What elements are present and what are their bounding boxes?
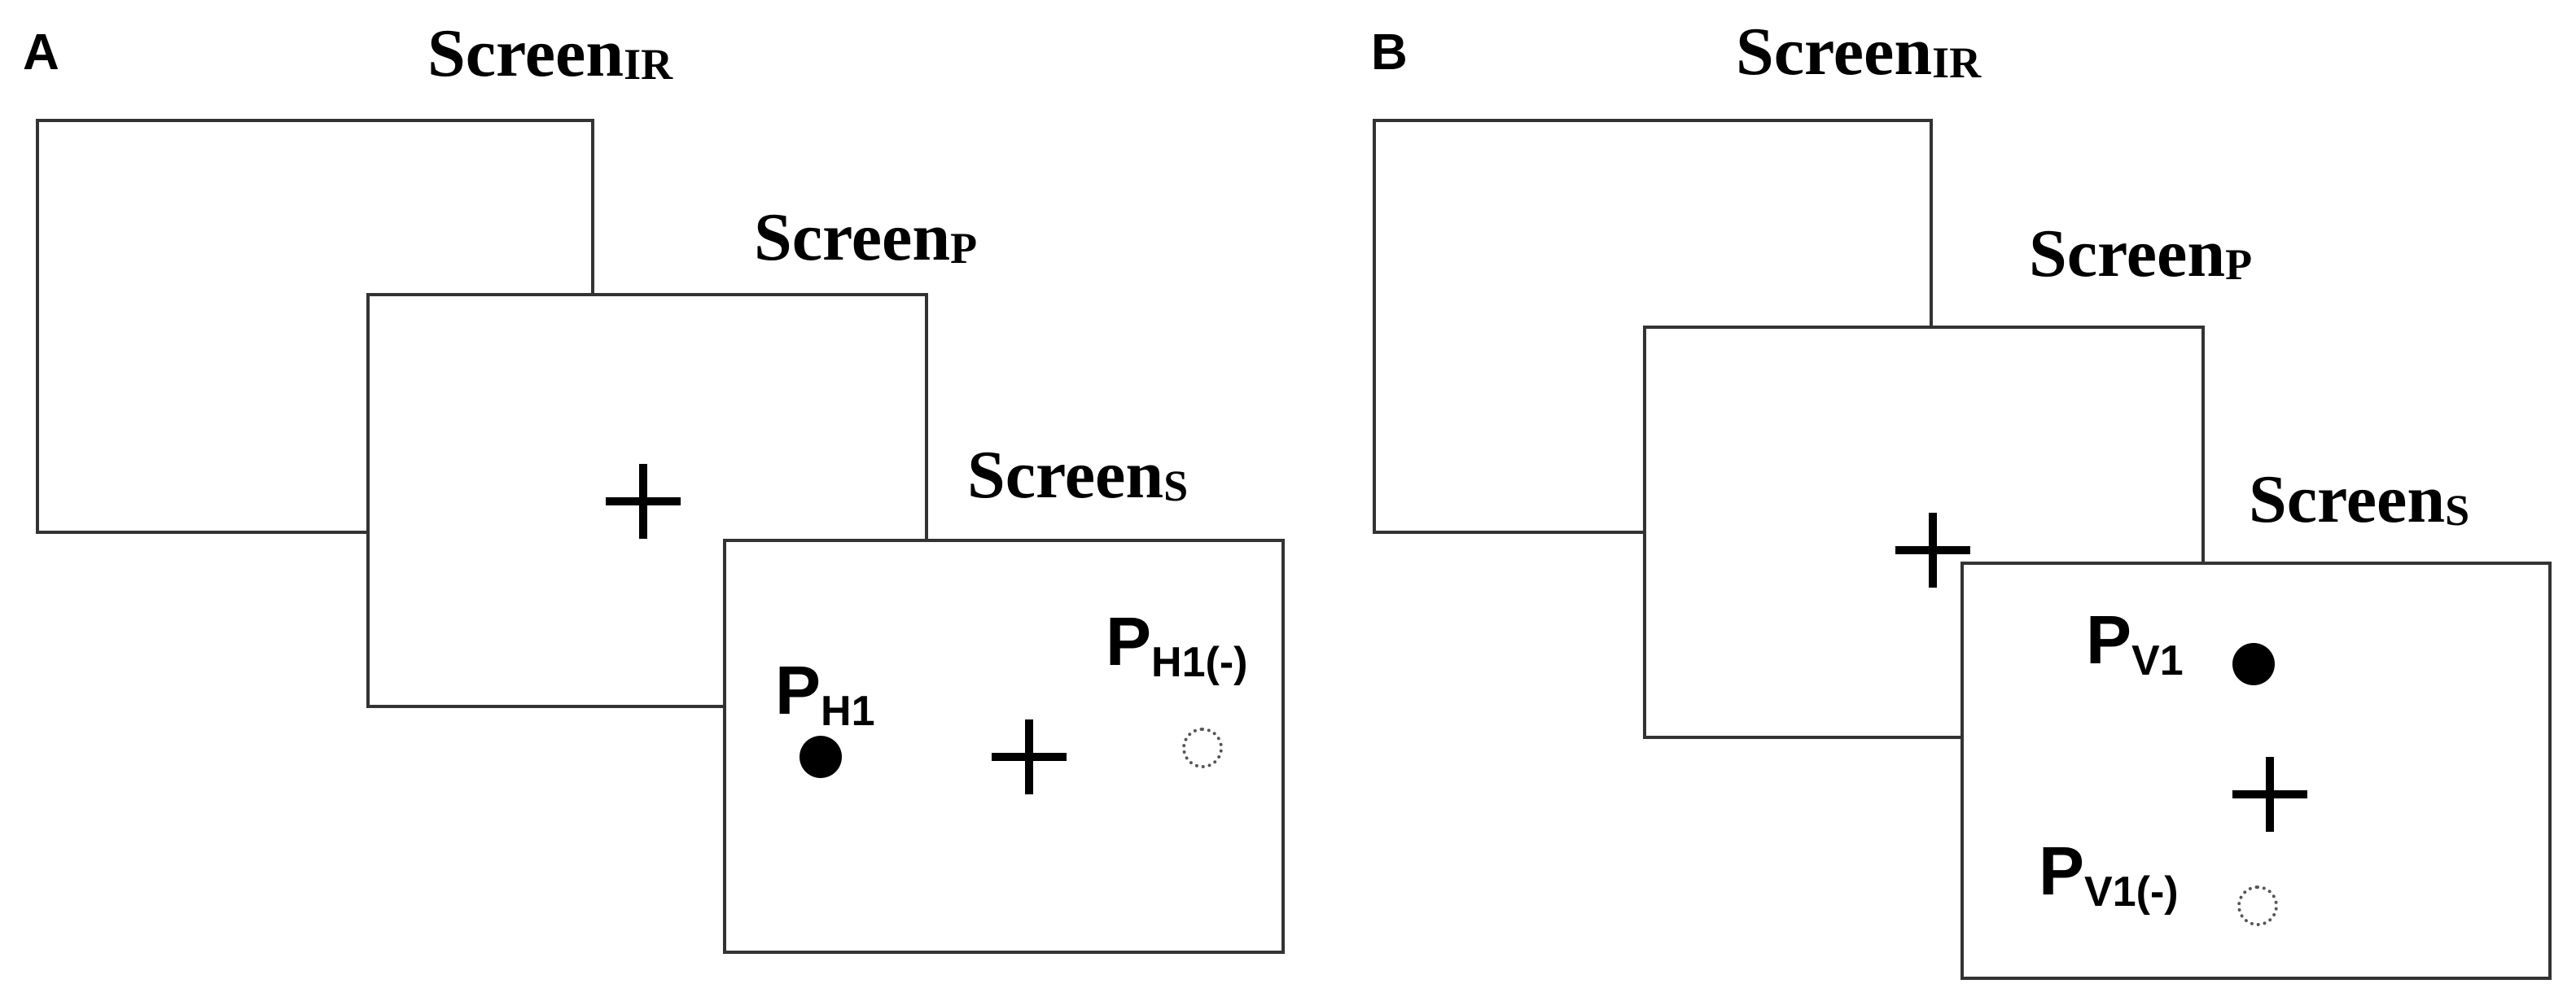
screen-ir-label: ScreenIR	[427, 15, 673, 91]
screen-s: PH1 PH1(-)	[723, 539, 1285, 954]
fixation-cross-icon	[606, 464, 681, 539]
screen-p-label: ScreenP	[754, 199, 978, 275]
point-label: PV1	[2086, 601, 2184, 684]
fixation-cross-icon	[1895, 513, 1970, 588]
point-label: PH1(-)	[1106, 603, 1248, 686]
screen-s-label: ScreenS	[2249, 461, 2470, 537]
screen-ir-label: ScreenIR	[1736, 14, 1982, 90]
panel-letter: A	[23, 24, 59, 81]
filled-dot-icon	[800, 736, 842, 778]
point-label: PV1(-)	[2039, 833, 2179, 916]
filled-dot-icon	[2232, 643, 2275, 685]
empty-dot-icon	[2237, 885, 2278, 926]
screen-s-label: ScreenS	[967, 437, 1189, 513]
fixation-cross-icon	[2232, 757, 2307, 832]
panel-letter: B	[1371, 24, 1408, 81]
empty-dot-icon	[1182, 728, 1223, 768]
fixation-cross-icon	[992, 719, 1067, 794]
panel-b: B ScreenIR ScreenP ScreenS PV1 PV1(-)	[1288, 0, 2576, 997]
screen-p-label: ScreenP	[2029, 216, 2253, 291]
point-label: PH1	[775, 652, 875, 735]
panel-a: A ScreenIR ScreenP ScreenS PH1 PH1(-)	[23, 15, 1285, 954]
screen-s: PV1 PV1(-)	[1960, 562, 2552, 980]
